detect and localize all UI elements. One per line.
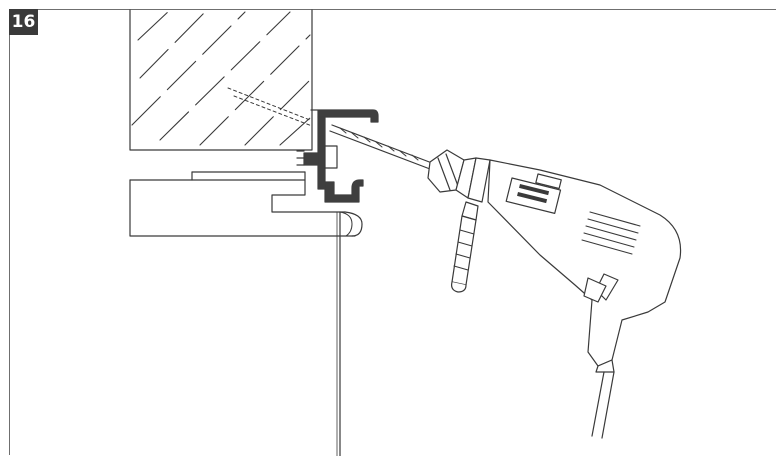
mounting-bracket — [303, 109, 379, 203]
drill-bit — [329, 124, 433, 170]
bracket-screw — [296, 145, 338, 169]
power-drill — [427, 149, 682, 439]
cabinet-panel — [129, 171, 363, 456]
figure-frame — [9, 9, 776, 455]
step-number-badge: 16 — [9, 9, 38, 35]
wall-block — [129, 9, 313, 151]
drill-label-mark — [517, 184, 550, 204]
